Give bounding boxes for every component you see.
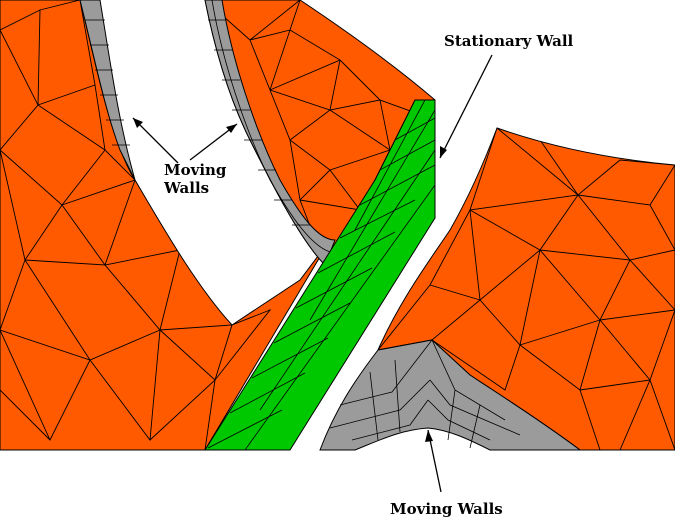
moving-walls-bottom-label: Moving Walls: [390, 500, 503, 518]
moving-wall-lower: [319, 339, 582, 451]
stationary-wall-label: Stationary Wall: [444, 32, 574, 50]
moving-walls-top-label: Moving Walls: [164, 161, 226, 197]
stationary-wall-arrow: [439, 54, 493, 159]
moving-walls-top-line2: Walls: [164, 179, 210, 197]
annotation-arrowheads: [133, 118, 447, 442]
stationary-wall: [204, 99, 436, 451]
moving-top-arrow-left: [132, 117, 179, 164]
moving-walls-top-line1: Moving: [164, 161, 227, 179]
right-fluid-region: [377, 127, 675, 451]
moving-wall-left-strip: [79, 0, 136, 181]
